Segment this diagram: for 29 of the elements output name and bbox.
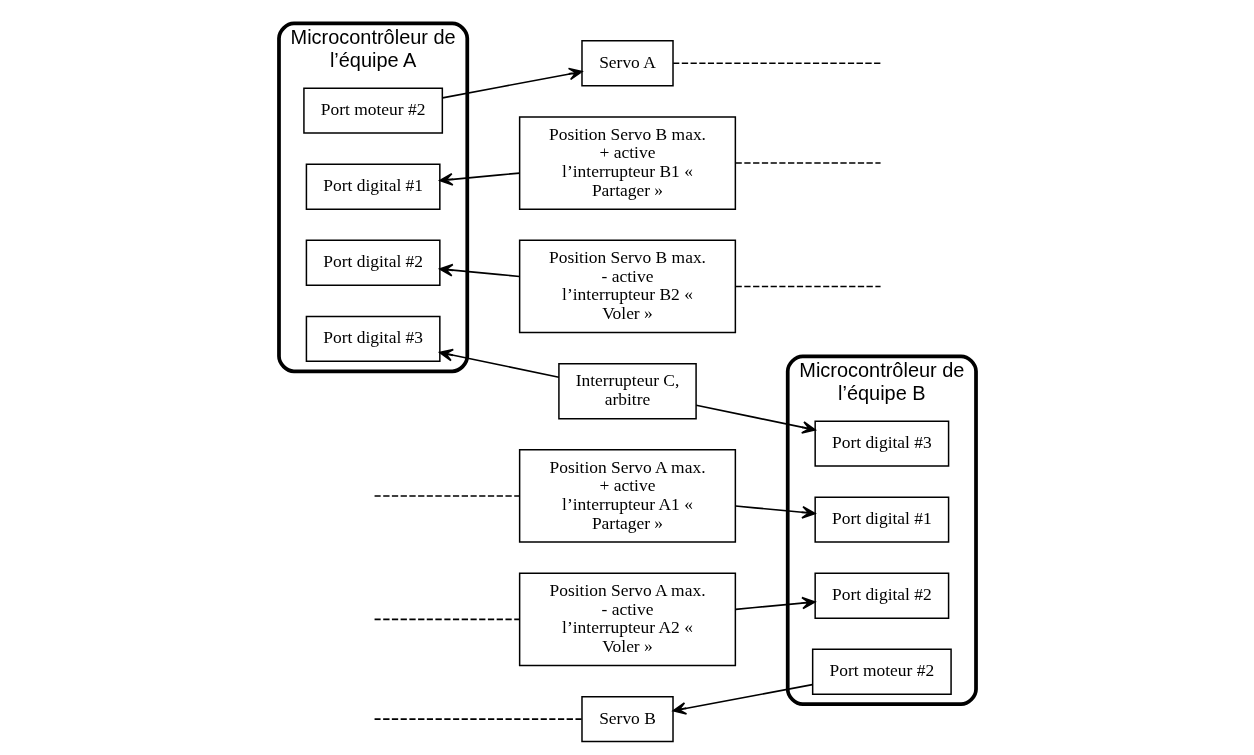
connector (671, 62, 881, 65)
arrow (438, 172, 520, 186)
node-box: Port digital #3 (813, 420, 949, 467)
node-box: Interrupteur C, arbitre (557, 363, 697, 420)
node-box: Position Servo A max. - active l’interrupteur A2 « Voler » (518, 572, 736, 667)
arrow (734, 596, 816, 611)
node-box: Position Servo B max. - active l’interrupteur B2 « Voler » (518, 239, 736, 334)
node-box: Servo B (580, 695, 674, 743)
node-box: Port moteur #2 (302, 87, 443, 134)
node-box: Port moteur #2 (811, 648, 952, 695)
node-box: Servo A (580, 40, 674, 87)
node-box: Position Servo A max. + active l’interrupteur A1 « Partager » (518, 449, 736, 543)
arrow (438, 263, 520, 278)
connector (734, 162, 881, 164)
arrow (694, 404, 816, 434)
connector (373, 718, 583, 720)
arrow (441, 67, 583, 99)
connector (373, 618, 520, 621)
node-box: Port digital #2 (305, 239, 441, 286)
node-box: Port digital #2 (813, 572, 949, 619)
connector (734, 285, 881, 288)
node-box: Port digital #1 (305, 163, 441, 210)
arrow (671, 683, 813, 715)
arrow (438, 348, 560, 378)
arrow (734, 505, 816, 519)
node-box: Port digital #3 (305, 315, 441, 363)
node-box: Position Servo B max. + active l’interrupteur B1 « Partager » (518, 116, 736, 210)
connector (373, 495, 520, 497)
node-box: Port digital #1 (813, 496, 949, 543)
